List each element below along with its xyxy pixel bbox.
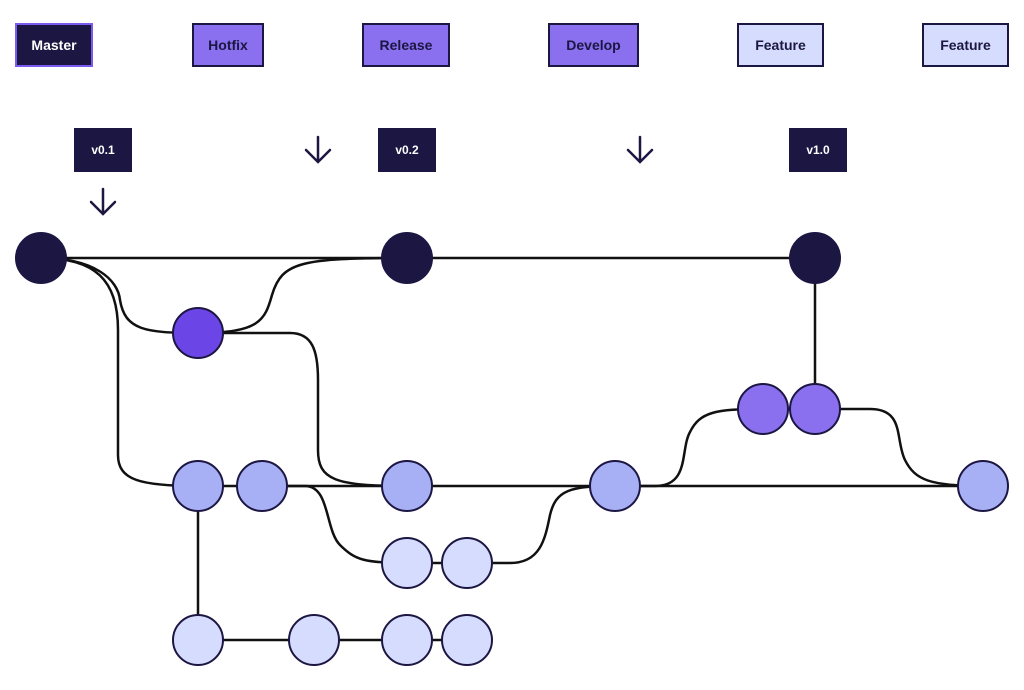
branch-label-master: Master: [15, 23, 93, 67]
commit-node-develop: [957, 460, 1009, 512]
version-tag-v0-1: v0.1: [74, 128, 132, 172]
branch-label-feature: Feature: [737, 23, 824, 67]
branch-line: [615, 407, 764, 488]
version-tag-v1-0: v1.0: [789, 128, 847, 172]
branch-line: [40, 256, 199, 488]
tag-arrows: [89, 135, 654, 216]
arrow-down-icon: [89, 187, 117, 216]
commit-node-master: [15, 232, 67, 284]
branch-label-develop: Develop: [548, 23, 639, 67]
commit-node-feature: [172, 614, 224, 666]
commit-node-feature: [381, 537, 433, 589]
commit-node-master: [789, 232, 841, 284]
commit-node-develop: [172, 460, 224, 512]
commit-node-release: [737, 383, 789, 435]
branch-line: [197, 256, 408, 335]
branch-line: [198, 331, 408, 488]
arrow-down-icon: [304, 135, 332, 164]
commit-node-hotfix: [172, 307, 224, 359]
branch-line: [40, 256, 199, 335]
commit-node-master: [381, 232, 433, 284]
commit-node-feature: [441, 614, 493, 666]
commit-node-release: [789, 383, 841, 435]
commit-nodes: [15, 232, 1009, 666]
branch-line: [815, 407, 984, 488]
branch-label-feature: Feature: [922, 23, 1009, 67]
commit-node-develop: [381, 460, 433, 512]
commit-node-feature: [288, 614, 340, 666]
commit-node-feature: [381, 614, 433, 666]
commit-node-develop: [589, 460, 641, 512]
branch-line: [467, 484, 616, 565]
branch-line: [262, 484, 408, 565]
branch-label-release: Release: [362, 23, 450, 67]
commit-node-develop: [236, 460, 288, 512]
commit-node-feature: [441, 537, 493, 589]
branch-label-hotfix: Hotfix: [192, 23, 264, 67]
arrow-down-icon: [626, 135, 654, 164]
version-tag-v0-2: v0.2: [378, 128, 436, 172]
